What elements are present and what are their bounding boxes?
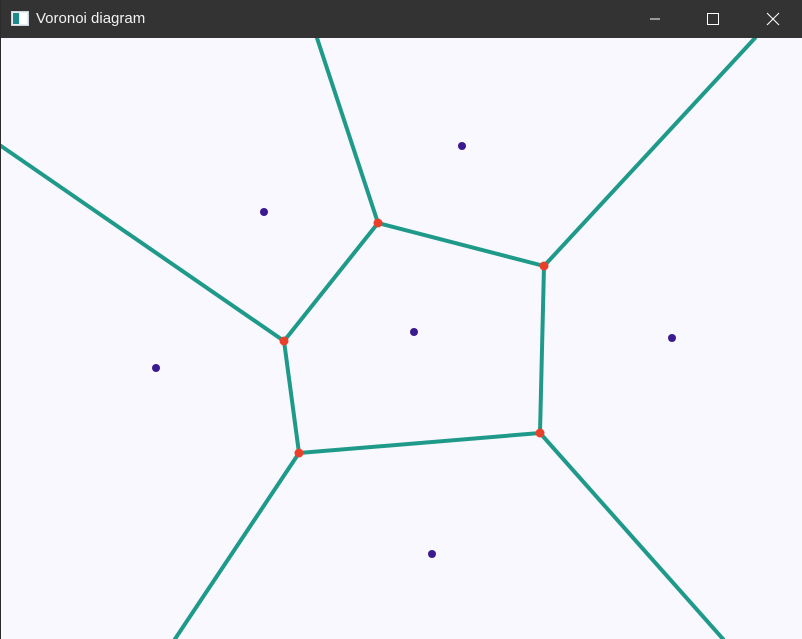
voronoi-edge-a-c	[282, 221, 380, 343]
minimize-icon	[649, 13, 661, 25]
voronoi-edge-ray-bottom-right	[538, 431, 725, 639]
voronoi-site-2	[458, 142, 466, 150]
voronoi-edge-ray-top-right	[542, 38, 757, 268]
voronoi-site-3	[410, 328, 418, 336]
voronoi-site-6	[428, 550, 436, 558]
app-window-icon	[11, 11, 29, 26]
voronoi-edge-b-d	[538, 264, 546, 435]
window-title: Voronoi diagram	[36, 10, 146, 27]
voronoi-site-4	[152, 364, 160, 372]
voronoi-vertex-a	[373, 218, 383, 228]
voronoi-vertex-d	[535, 428, 545, 438]
minimize-button[interactable]	[626, 0, 684, 38]
voronoi-edge-ray-left	[1, 144, 286, 343]
title-bar[interactable]: Voronoi diagram	[1, 0, 802, 38]
voronoi-vertex-c	[279, 336, 289, 346]
voronoi-edge-c-e	[282, 339, 301, 455]
voronoi-edge-a-b	[376, 221, 546, 268]
close-button[interactable]	[743, 0, 802, 38]
voronoi-vertex-b	[539, 261, 549, 271]
maximize-icon	[707, 13, 719, 25]
voronoi-edge-ray-top	[315, 38, 380, 225]
voronoi-diagram	[1, 38, 757, 639]
maximize-button[interactable]	[684, 0, 742, 38]
voronoi-site-1	[260, 208, 268, 216]
voronoi-edge-e-d	[297, 431, 542, 455]
voronoi-edge-ray-bottom-left	[173, 451, 301, 639]
voronoi-site-5	[668, 334, 676, 342]
close-icon	[766, 12, 780, 26]
voronoi-vertex-e	[294, 448, 304, 458]
diagram-canvas[interactable]	[1, 38, 802, 639]
